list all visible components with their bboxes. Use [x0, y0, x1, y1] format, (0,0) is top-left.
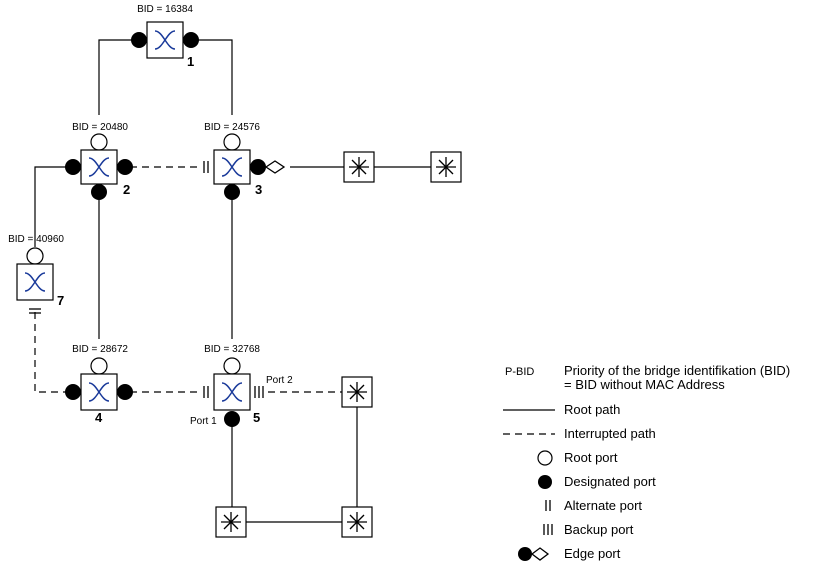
designated-port-icon — [91, 184, 107, 200]
root-port-icon — [223, 133, 241, 151]
bridge-4: BID = 28672 4 — [65, 344, 133, 425]
link-b2-b7 — [34, 166, 71, 247]
designated-port-icon — [224, 411, 240, 427]
bridge-switch-icon — [154, 30, 176, 50]
bridge-switch-icon — [221, 157, 243, 177]
bridge-switch-icon — [221, 382, 243, 402]
port1-label: Port 1 — [190, 416, 217, 427]
root-port-icon — [26, 247, 44, 265]
bridge-7: BID = 40960 7 — [8, 234, 64, 314]
legend-backup-port-label: Backup port — [564, 522, 634, 537]
legend-root-path-label: Root path — [564, 402, 620, 417]
edge-port-icon — [250, 159, 266, 175]
bridge-number: 3 — [255, 182, 262, 197]
legend-alternate-port-icon — [545, 500, 551, 511]
bid-label: BID = 40960 — [8, 234, 64, 245]
legend-root-port-icon — [537, 450, 553, 466]
end-device-c — [341, 376, 373, 408]
legend-alternate-port-label: Alternate port — [564, 498, 642, 513]
link-b1-b3 — [193, 39, 233, 115]
root-port-icon — [90, 133, 108, 151]
designated-port-icon — [117, 384, 133, 400]
end-device-d — [215, 506, 247, 538]
asterisk-device-icon — [347, 512, 367, 532]
bid-label: BID = 24576 — [204, 122, 260, 133]
port2-label: Port 2 — [266, 375, 293, 386]
bridge-5: BID = 32768 5 Port 1 Port 2 — [190, 344, 293, 427]
bid-label: BID = 32768 — [204, 344, 260, 355]
link-b7-b4 — [34, 312, 71, 393]
legend-edge-port-icon — [518, 547, 532, 561]
bridge-number: 7 — [57, 293, 64, 308]
end-device-a — [343, 151, 375, 183]
links — [34, 39, 431, 523]
bid-label: BID = 16384 — [137, 4, 193, 15]
legend-backup-port-icon — [543, 524, 553, 535]
asterisk-device-icon — [436, 157, 456, 177]
legend-edge-port-diamond-icon — [530, 547, 550, 561]
bridge-switch-icon — [88, 382, 110, 402]
bridge-1: BID = 16384 1 — [131, 4, 199, 69]
legend-pbid-abbr: P-BID — [505, 366, 534, 378]
asterisk-device-icon — [349, 157, 369, 177]
legend: P-BID Priority of the bridge identifikat… — [503, 363, 790, 561]
asterisk-device-icon — [221, 512, 241, 532]
legend-pbid-line1: Priority of the bridge identifikation (B… — [564, 363, 790, 378]
bridge-switch-icon — [24, 272, 46, 292]
end-device-b — [430, 151, 462, 183]
end-device-e — [341, 506, 373, 538]
link-b1-b2 — [98, 39, 137, 115]
bridge-2: BID = 20480 2 — [65, 122, 133, 200]
bridge-number: 2 — [123, 182, 130, 197]
designated-port-icon — [183, 32, 199, 48]
edge-port-diamond-icon — [264, 160, 286, 174]
bridge-number: 4 — [95, 410, 103, 425]
bridge-switch-icon — [88, 157, 110, 177]
bid-label: BID = 20480 — [72, 122, 128, 133]
bid-label: BID = 28672 — [72, 344, 128, 355]
legend-designated-port-icon — [538, 475, 552, 489]
legend-designated-port-label: Designated port — [564, 474, 656, 489]
asterisk-device-icon — [347, 382, 367, 402]
legend-root-port-label: Root port — [564, 450, 618, 465]
root-port-icon — [90, 357, 108, 375]
legend-edge-port-label: Edge port — [564, 546, 621, 561]
designated-port-icon — [117, 159, 133, 175]
legend-interrupted-path-label: Interrupted path — [564, 426, 656, 441]
designated-port-icon — [131, 32, 147, 48]
legend-pbid-line2: = BID without MAC Address — [564, 377, 725, 392]
bridge-3: BID = 24576 3 — [203, 122, 286, 200]
designated-port-icon — [65, 159, 81, 175]
bridge-number: 1 — [187, 54, 194, 69]
designated-port-icon — [224, 184, 240, 200]
designated-port-icon — [65, 384, 81, 400]
root-port-icon — [223, 357, 241, 375]
bridge-number: 5 — [253, 410, 260, 425]
